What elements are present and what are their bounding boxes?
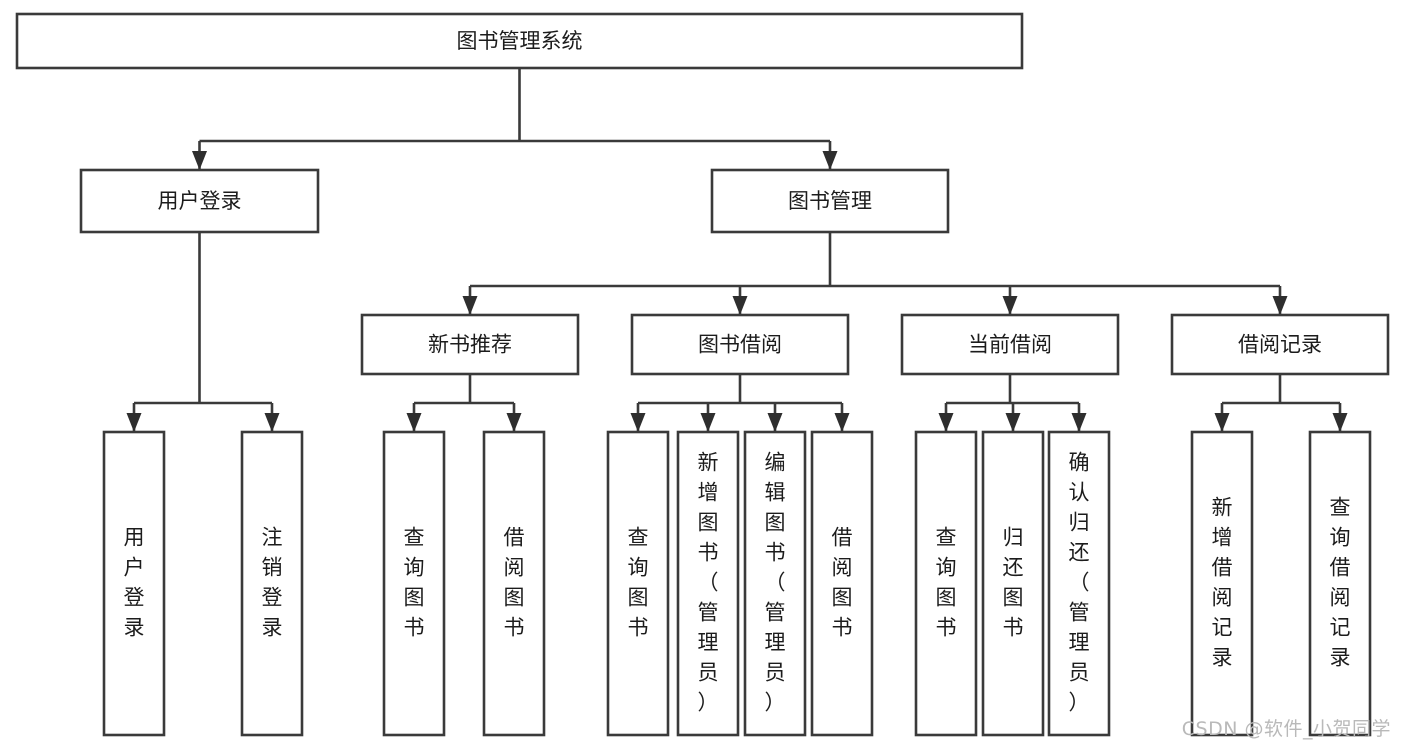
arrow-head-icon (126, 413, 142, 432)
node-label-leaf-query-book-3: 查询图书 (936, 526, 957, 640)
node-root[interactable]: 图书管理系统 (15, 12, 1024, 70)
node-box-leaf-borrow-book-1 (482, 430, 546, 737)
arrow-head-icon (264, 413, 280, 432)
arrow-head-icon (192, 151, 207, 170)
node-current-borrow[interactable]: 当前借阅 (900, 313, 1120, 376)
node-label-leaf-add-book: 新增图书（管理员） (698, 451, 719, 715)
node-box-leaf-edit-book (743, 430, 807, 737)
node-label-book-manage: 图书管理 (788, 189, 872, 213)
node-box-root (15, 12, 1024, 70)
node-leaf-borrow-book-2[interactable]: 借阅图书 (810, 430, 874, 737)
node-label-book-borrow: 图书借阅 (698, 333, 782, 357)
node-book-borrow[interactable]: 图书借阅 (630, 313, 850, 376)
arrow-head-icon (700, 413, 716, 432)
node-label-leaf-query-book-2: 查询图书 (628, 526, 649, 640)
arrow-head-icon (732, 296, 748, 315)
node-new-book-recommend[interactable]: 新书推荐 (360, 313, 580, 376)
node-label-leaf-logout: 注销登录 (262, 526, 283, 640)
node-box-leaf-confirm-return (1047, 430, 1111, 737)
connector-root (192, 68, 838, 170)
node-leaf-query-book-1[interactable]: 查询图书 (382, 430, 446, 737)
connector-current-borrow (938, 374, 1087, 432)
node-label-borrow-record: 借阅记录 (1238, 333, 1322, 357)
node-label-leaf-edit-book: 编辑图书（管理员） (765, 451, 786, 715)
node-leaf-query-book-3[interactable]: 查询图书 (914, 430, 978, 737)
arrow-head-icon (630, 413, 646, 432)
node-borrow-record[interactable]: 借阅记录 (1170, 313, 1390, 376)
node-box-leaf-query-book-2 (606, 430, 670, 737)
arrow-head-icon (506, 413, 522, 432)
node-label-leaf-query-book-1: 查询图书 (404, 526, 425, 640)
node-box-leaf-query-book-1 (382, 430, 446, 737)
node-label-new-book-recommend: 新书推荐 (428, 333, 512, 357)
node-box-leaf-borrow-book-2 (810, 430, 874, 737)
node-box-leaf-query-book-3 (914, 430, 978, 737)
node-label-leaf-query-record: 查询借阅记录 (1330, 496, 1351, 670)
node-label-leaf-borrow-book-1: 借阅图书 (504, 526, 525, 640)
connector-book-borrow (630, 374, 850, 432)
arrow-head-icon (834, 413, 850, 432)
arrow-head-icon (938, 413, 954, 432)
arrow-head-icon (767, 413, 783, 432)
arrow-head-icon (1005, 413, 1021, 432)
arrow-head-icon (1272, 296, 1288, 315)
node-leaf-return-book[interactable]: 归还图书 (981, 430, 1045, 737)
node-box-leaf-user-login (102, 430, 166, 737)
connector-new-book-recommend (406, 374, 522, 432)
arrow-head-icon (1071, 413, 1087, 432)
node-box-current-borrow (900, 313, 1120, 376)
node-box-leaf-return-book (981, 430, 1045, 737)
arrow-head-icon (1002, 296, 1018, 315)
node-leaf-logout[interactable]: 注销登录 (240, 430, 304, 737)
node-label-leaf-add-record: 新增借阅记录 (1212, 496, 1233, 670)
node-leaf-query-book-2[interactable]: 查询图书 (606, 430, 670, 737)
node-box-book-manage (710, 168, 950, 234)
node-label-current-borrow: 当前借阅 (968, 333, 1052, 357)
node-leaf-query-record[interactable]: 查询借阅记录 (1308, 430, 1372, 737)
arrow-head-icon (406, 413, 422, 432)
watermark-label: CSDN @软件_小贺同学 (1181, 718, 1391, 740)
node-layer: 图书管理系统用户登录图书管理新书推荐图书借阅当前借阅借阅记录用户登录注销登录查询… (15, 12, 1390, 737)
node-box-borrow-record (1170, 313, 1390, 376)
node-leaf-edit-book[interactable]: 编辑图书（管理员） (743, 430, 807, 737)
node-leaf-add-record[interactable]: 新增借阅记录 (1190, 430, 1254, 737)
node-label-leaf-return-book: 归还图书 (1003, 526, 1024, 640)
node-box-new-book-recommend (360, 313, 580, 376)
node-box-leaf-add-book (676, 430, 740, 737)
node-box-user-login (79, 168, 320, 234)
connector-borrow-record (1214, 374, 1348, 432)
node-box-leaf-logout (240, 430, 304, 737)
node-label-user-login: 用户登录 (158, 189, 242, 213)
arrow-head-icon (822, 151, 838, 170)
connector-book-manage (462, 232, 1288, 315)
node-leaf-borrow-book-1[interactable]: 借阅图书 (482, 430, 546, 737)
arrow-head-icon (1332, 413, 1348, 432)
node-box-book-borrow (630, 313, 850, 376)
connector-user-login (126, 232, 280, 432)
node-leaf-user-login[interactable]: 用户登录 (102, 430, 166, 737)
connector-layer (126, 68, 1348, 432)
arrow-head-icon (462, 296, 478, 315)
node-leaf-add-book[interactable]: 新增图书（管理员） (676, 430, 740, 737)
node-box-leaf-query-record (1308, 430, 1372, 737)
node-label-leaf-user-login: 用户登录 (124, 526, 145, 640)
node-label-root: 图书管理系统 (457, 29, 583, 53)
node-book-manage[interactable]: 图书管理 (710, 168, 950, 234)
node-label-leaf-borrow-book-2: 借阅图书 (832, 526, 853, 640)
node-box-leaf-add-record (1190, 430, 1254, 737)
node-label-leaf-confirm-return: 确认归还（管理员） (1069, 451, 1090, 715)
node-user-login[interactable]: 用户登录 (79, 168, 320, 234)
arrow-head-icon (1214, 413, 1230, 432)
node-leaf-confirm-return[interactable]: 确认归还（管理员） (1047, 430, 1111, 737)
